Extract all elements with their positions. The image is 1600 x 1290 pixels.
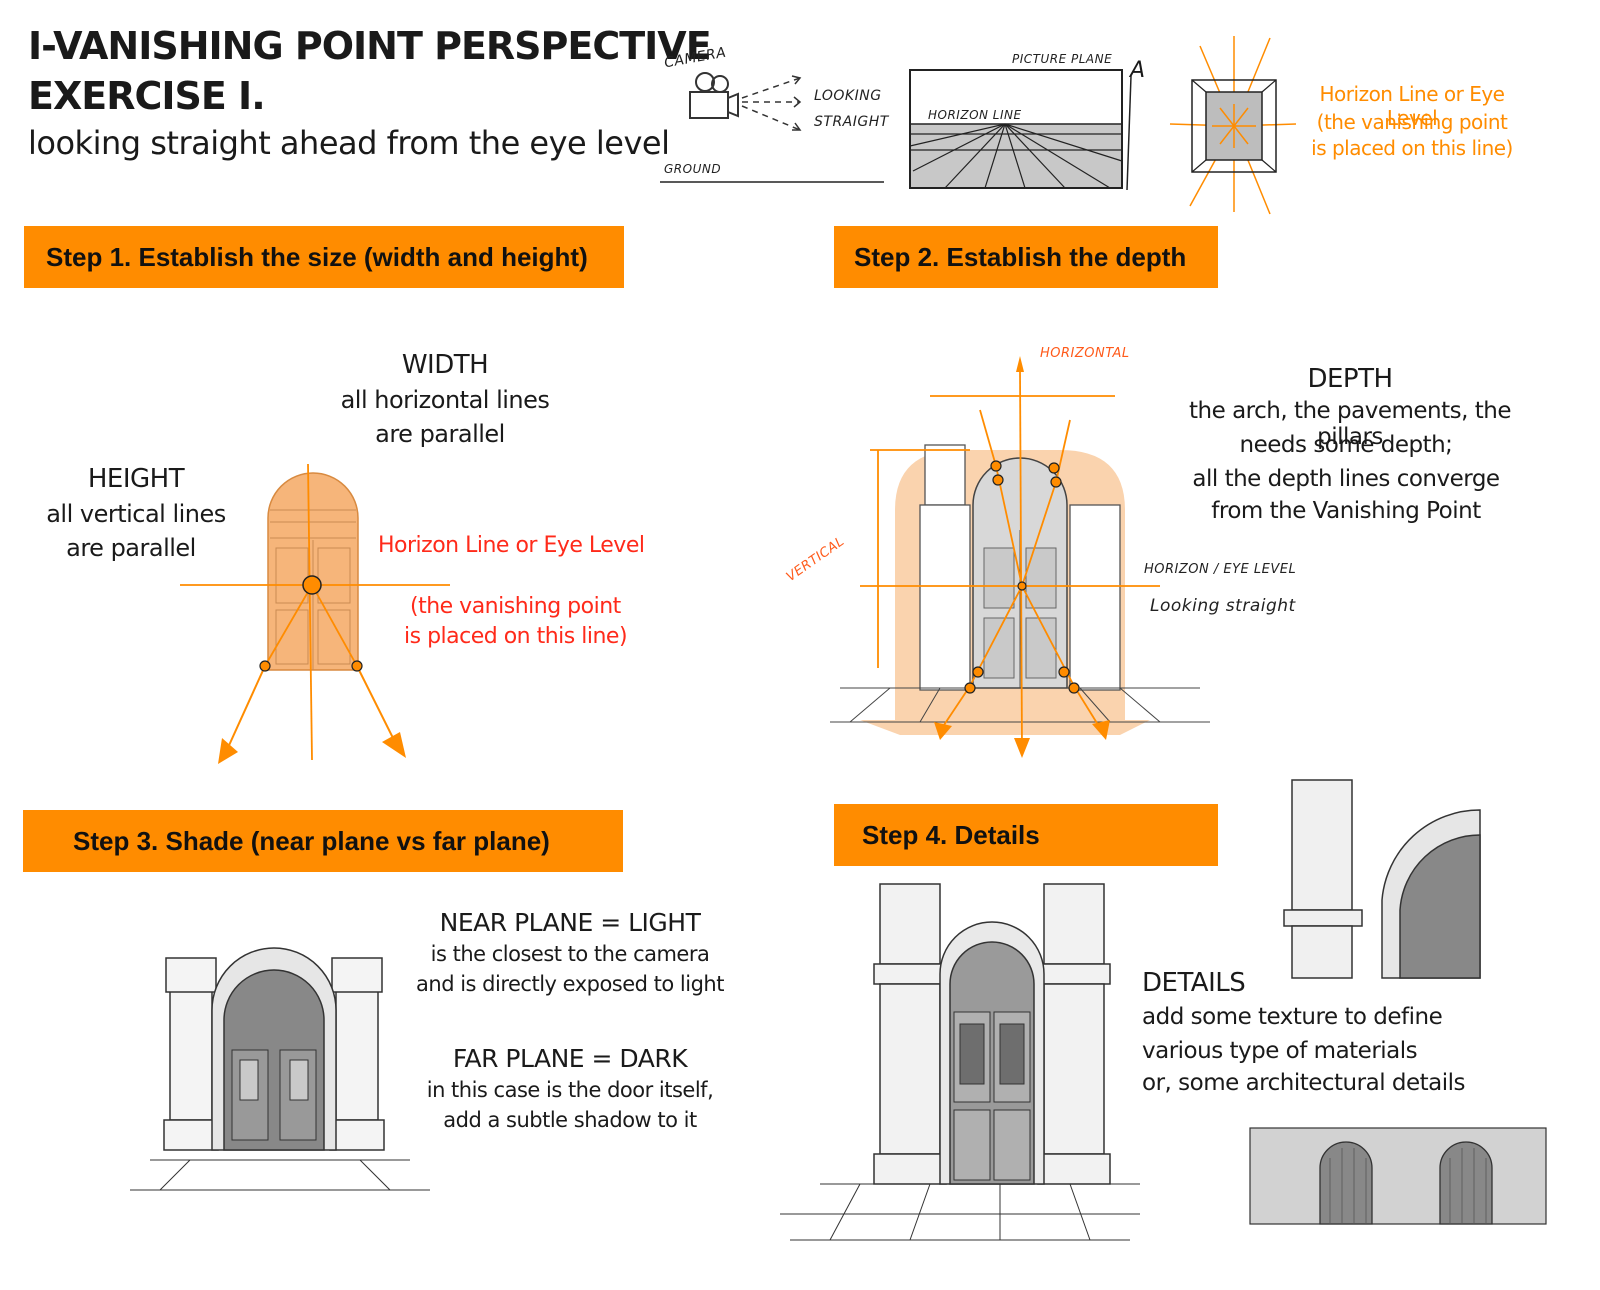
detail-window-sketch [1249,1127,1547,1225]
near-plane-title: NEAR PLANE = LIGHT [439,908,701,937]
camera-icon [689,72,739,119]
page-subtitle: looking straight ahead from the eye leve… [28,124,670,162]
depth-line2: needs some depth; [1239,432,1453,458]
vp-note-1: Horizon Line or Eye Level [1319,82,1505,130]
height-line2: are parallel [66,534,196,562]
picture-plane-sketch [909,69,1132,191]
vp-note-3: is placed on this line) [1311,136,1513,160]
vanishing-point-box-sketch [1169,36,1297,215]
straight-label: STRAIGHT [814,114,889,130]
height-line1: all vertical lines [46,500,226,528]
far-plane-line2: add a subtle shadow to it [443,1108,697,1132]
step1-door-diagram [180,463,450,764]
step3-label: Step 3. Shade (near plane vs far plane) [73,825,550,856]
step4-door-sketch [780,883,1140,1241]
looking-label: LOOKING [814,88,882,104]
far-plane-title: FAR PLANE = DARK [452,1044,688,1073]
details-line1: add some texture to define [1142,1004,1443,1030]
depth-line1: the arch, the pavements, the pillars [1189,398,1511,450]
looking-arrows [741,75,802,131]
step3-banner: Step 3. Shade (near plane vs far plane) [23,810,623,872]
looking-straight-note: Looking straight [1150,596,1296,616]
details-title: DETAILS [1142,968,1246,998]
ground-line [660,181,884,183]
horizon-eye-level-note: HORIZON / EYE LEVEL [1144,562,1297,577]
step1-label: Step 1. Establish the size (width and he… [46,241,588,272]
depth-title: DEPTH [1307,364,1393,394]
details-line3: or, some architectural details [1142,1070,1466,1096]
ground-label: GROUND [664,162,722,176]
depth-line4: from the Vanishing Point [1211,498,1481,524]
vp-label-step1-line1: (the vanishing point [410,594,621,619]
horizon-line-label: HORIZON LINE [928,108,1022,122]
width-title: WIDTH [401,350,489,380]
far-plane-line1: in this case is the door itself, [426,1078,714,1102]
height-title: HEIGHT [87,464,185,494]
vp-note-2: (the vanishing point [1316,110,1508,134]
step2-door-diagram [830,356,1210,758]
horizontal-label: HORIZONTAL [1040,346,1130,361]
page-title-line1: I-VANISHING POINT PERSPECTIVE [28,24,712,68]
depth-line3: all the depth lines converge [1192,466,1500,492]
step1-banner: Step 1. Establish the size (width and he… [24,226,624,288]
point-a-label: A [1130,58,1145,83]
step4-label: Step 4. Details [862,819,1040,850]
step2-label: Step 2. Establish the depth [854,241,1187,272]
step2-banner: Step 2. Establish the depth [834,226,1218,288]
picture-plane-label: PICTURE PLANE [1012,52,1113,66]
step4-banner: Step 4. Details [834,804,1218,866]
detail-arch-sketch [1282,779,1481,979]
step3-door-sketch [130,947,430,1191]
page-title-line2: EXERCISE I. [28,74,266,118]
vp-label-step1-line2: is placed on this line) [404,624,628,649]
width-line1: all horizontal lines [340,386,550,414]
near-plane-line1: is the closest to the camera [430,942,710,966]
near-plane-line2: and is directly exposed to light [416,972,724,996]
details-line2: various type of materials [1142,1038,1418,1064]
horizon-label-step1: Horizon Line or Eye Level [378,533,645,558]
width-line2: are parallel [375,420,505,448]
